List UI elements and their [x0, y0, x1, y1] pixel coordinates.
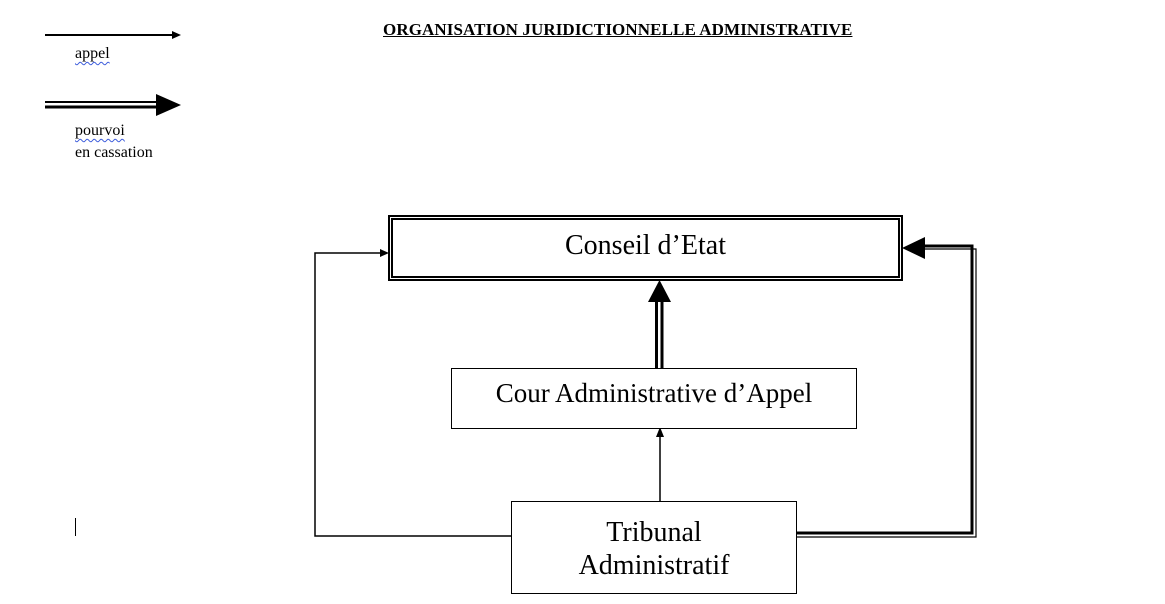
edge-cour-to-conseil-pourvoi [648, 280, 671, 368]
legend-pourvoi-line2: en cassation [75, 144, 153, 161]
node-cour-administrative-appel: Cour Administrative d’Appel [451, 368, 857, 429]
legend-pourvoi-line1: pourvoi [75, 122, 125, 139]
node-tribunal-administratif: Tribunal Administratif [511, 501, 797, 594]
node-conseil-etat: Conseil d’Etat [388, 215, 903, 281]
node-tribunal-label-line2: Administratif [578, 549, 730, 581]
page-title: ORGANISATION JURIDICTIONNELLE ADMINISTRA… [383, 20, 853, 39]
legend-appel-arrow-icon [45, 31, 181, 39]
text-cursor [75, 518, 76, 536]
legend-appel-label: appel [75, 45, 110, 62]
node-cour-appel-label: Cour Administrative d’Appel [495, 378, 813, 408]
legend-pourvoi-arrow-icon [45, 94, 181, 116]
legend-pourvoi-label: pourvoi en cassation [75, 120, 153, 164]
edge-tribunal-to-conseil-appel [314, 249, 511, 537]
node-tribunal-label-line1: Tribunal [606, 516, 702, 548]
node-conseil-etat-label: Conseil d’Etat [565, 229, 726, 261]
edge-tribunal-to-cour-appel [656, 427, 664, 501]
edge-tribunal-to-conseil-pourvoi [797, 237, 977, 538]
